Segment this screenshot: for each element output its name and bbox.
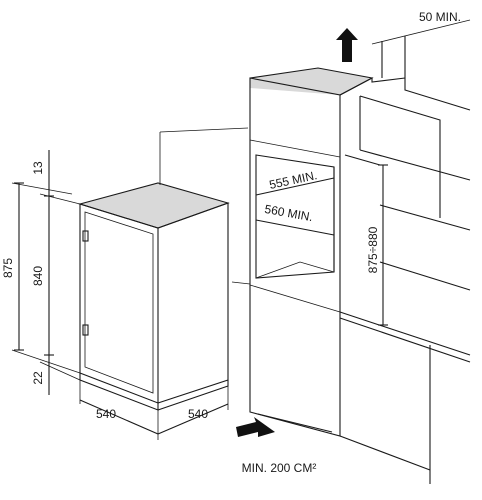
bottom-dimensions: 540 540 <box>79 380 229 440</box>
fridge-top-face <box>80 183 228 228</box>
ext-line-bottom <box>11 349 81 374</box>
vent-in-arrow-icon <box>236 417 275 437</box>
body-height-label: 840 <box>31 266 45 286</box>
depth-lower-line <box>255 219 335 236</box>
counter-edge <box>339 311 471 356</box>
fridge-unit <box>78 182 230 411</box>
wall-mid <box>359 149 471 181</box>
niche-cabinet <box>159 67 471 484</box>
wall-lower <box>379 204 471 231</box>
ext-line-top <box>11 182 73 195</box>
niche-floor <box>255 261 335 279</box>
fridge-front-face <box>79 203 159 404</box>
adjacent-top <box>339 77 406 96</box>
overall-height-label: 875 <box>1 258 15 278</box>
top-clearance-label: 50 MIN. <box>419 10 461 24</box>
lower-cabinet-top <box>249 284 341 313</box>
fridge-door-panel <box>84 211 154 394</box>
width-label: 540 <box>96 407 116 421</box>
niche-height-label: 875÷880 <box>366 226 380 273</box>
depth-dim-line <box>157 403 229 435</box>
hinge-top <box>82 230 89 242</box>
vent-up-arrow-icon <box>336 28 358 62</box>
top-gap-label: 13 <box>31 161 45 175</box>
hinge-bottom <box>82 324 89 336</box>
depth-upper-label: 555 MIN. <box>268 168 319 192</box>
bottom-gap-label: 22 <box>31 371 45 385</box>
cabinet-top-band <box>249 139 341 158</box>
cabinet-front-panel <box>249 77 341 437</box>
plinth-edge <box>339 435 431 471</box>
fridge-base-side <box>157 380 229 411</box>
clearance-ext-line <box>371 19 471 45</box>
adjacent-upper <box>359 95 441 218</box>
counter-edge-2 <box>339 317 471 363</box>
width-dim-line <box>79 399 159 435</box>
wall-base <box>379 261 471 291</box>
fridge-side-face <box>157 202 229 404</box>
envelope-link <box>231 281 251 285</box>
wall-top <box>404 78 471 111</box>
ext-line-bottom2 <box>39 361 81 381</box>
vent-area-label: MIN. 200 CM² <box>242 461 317 475</box>
fridge-base <box>79 373 159 411</box>
depth-lower-label: 560 MIN. <box>264 202 314 224</box>
left-dimensions: 875 840 13 22 <box>1 150 81 395</box>
vent-grille <box>257 413 333 433</box>
niche-dimensions: 50 MIN. 555 MIN. 560 MIN. 875÷880 <box>255 10 471 326</box>
depth-upper-line <box>255 177 335 196</box>
envelope-outline <box>159 127 249 185</box>
adjacent-shelf <box>344 154 381 166</box>
depth-label: 540 <box>188 407 208 421</box>
cabinet-top-face <box>250 68 372 95</box>
